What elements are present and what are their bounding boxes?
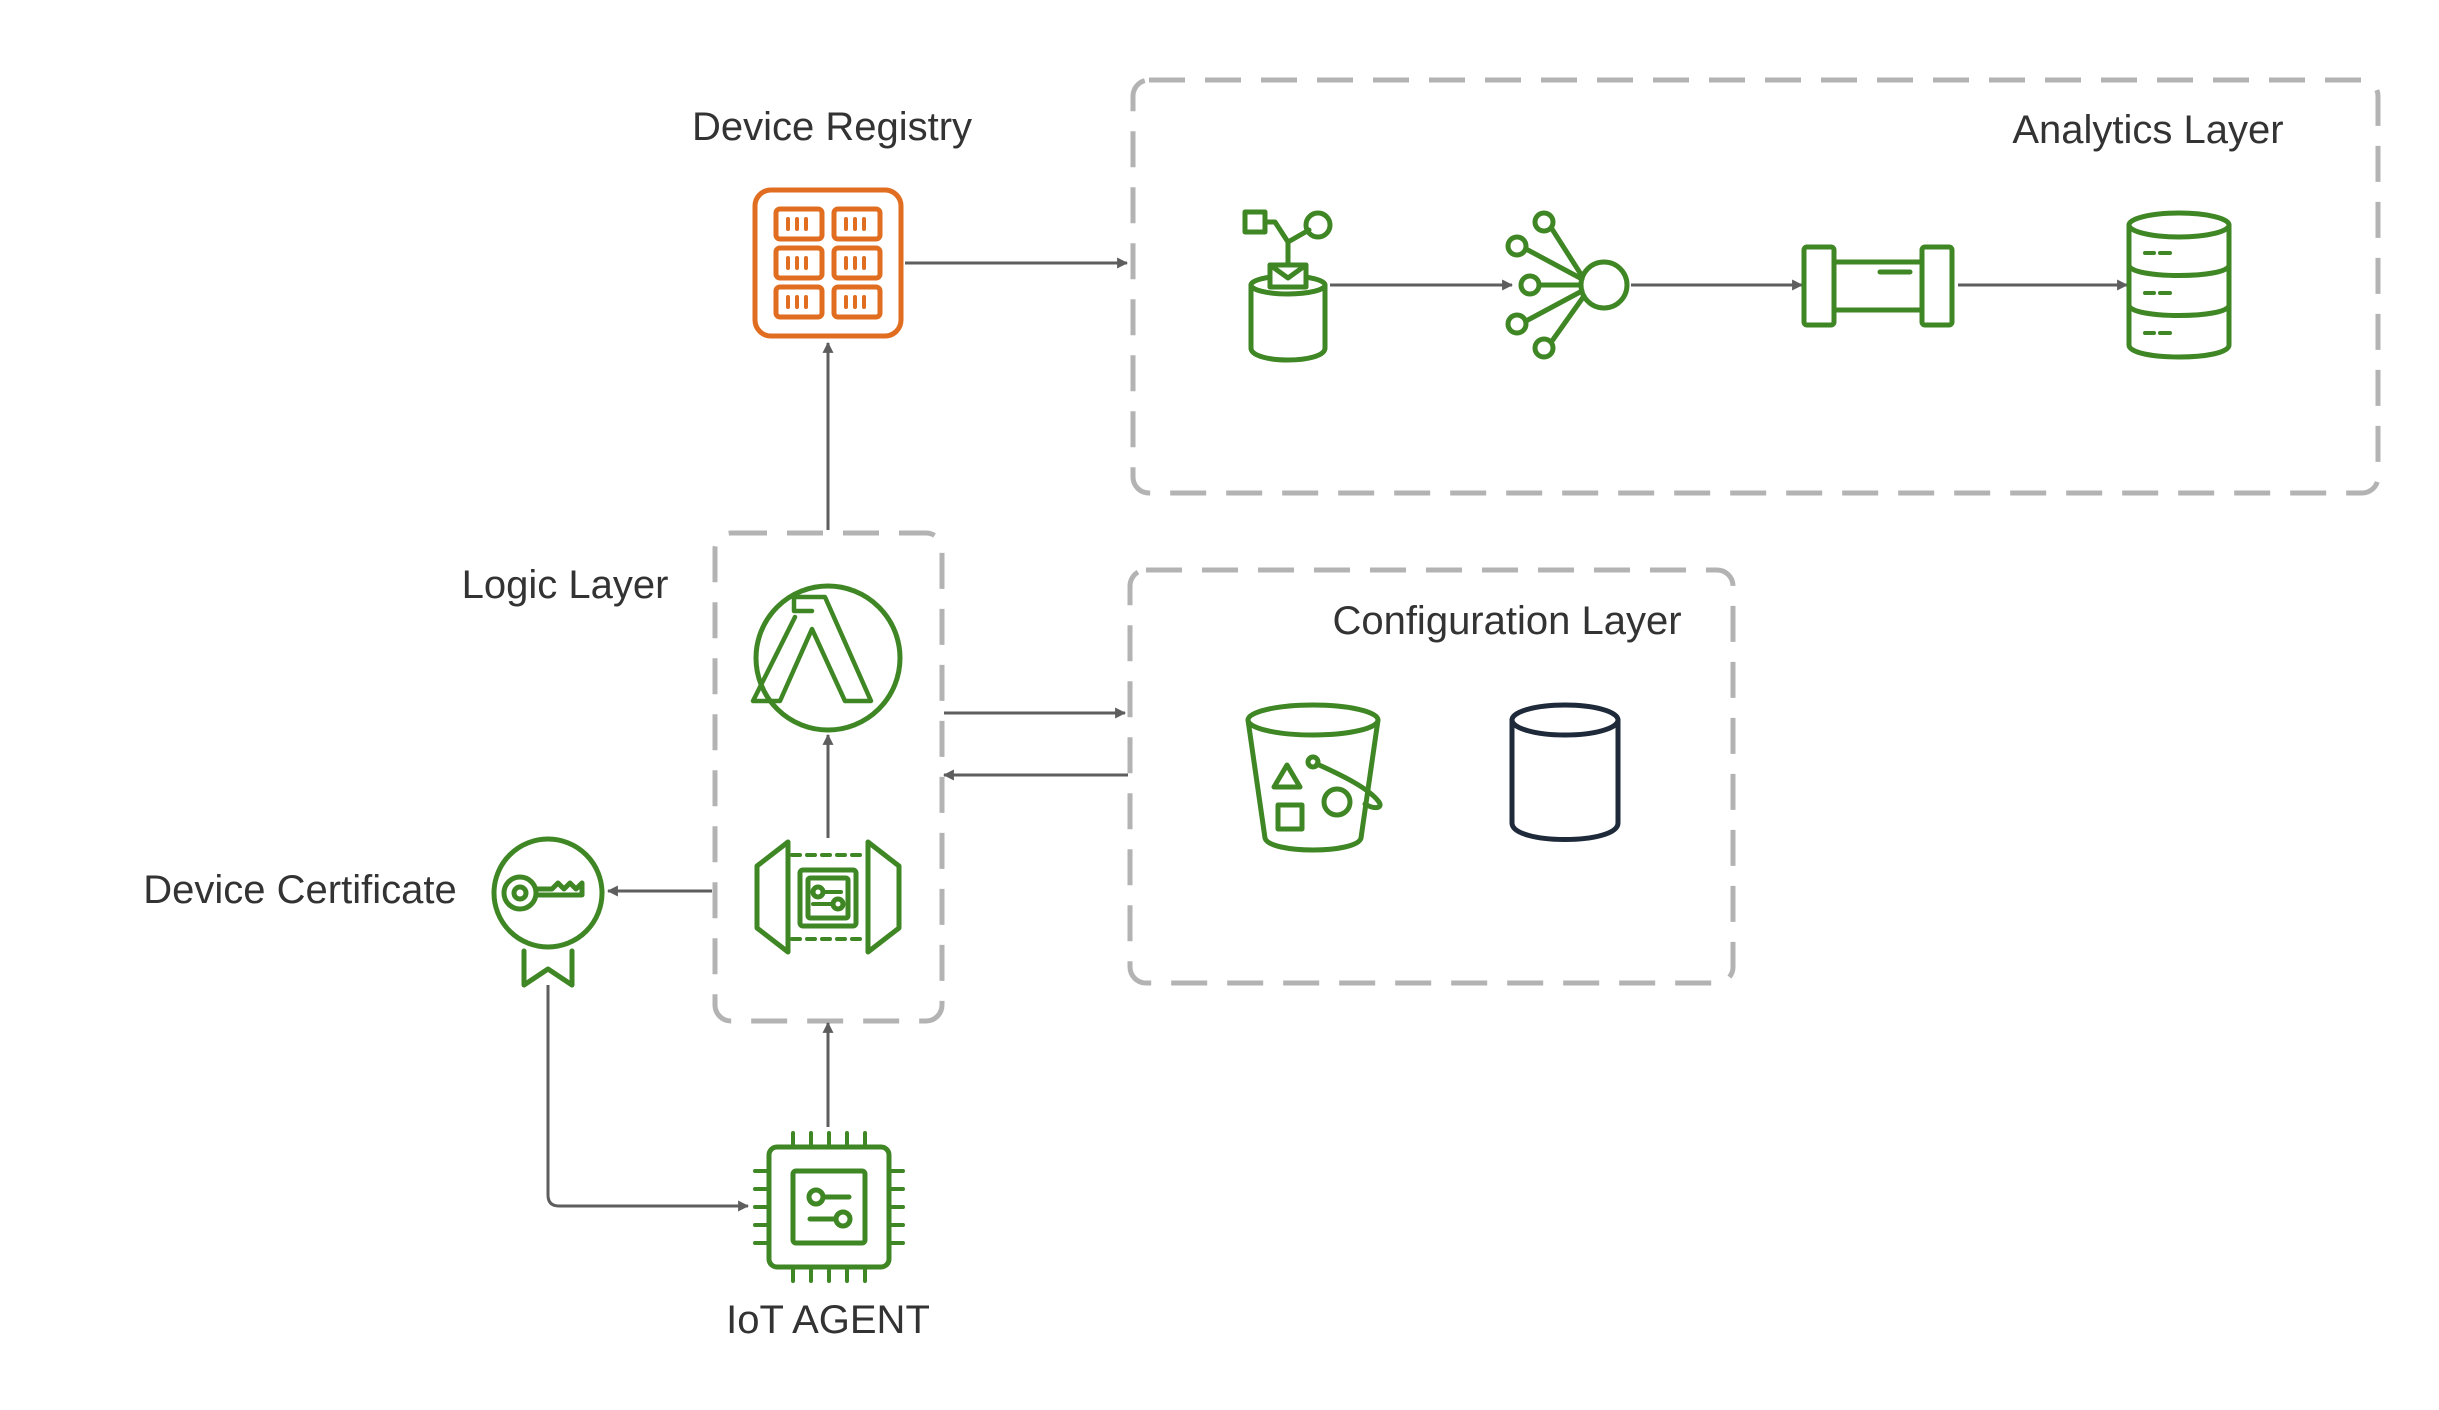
database-icon[interactable] <box>1509 702 1621 842</box>
device-registry-label: Device Registry <box>692 105 972 149</box>
analytics-layer-label: Analytics Layer <box>2012 108 2283 152</box>
s3-bucket-icon[interactable] <box>1245 702 1383 853</box>
certificate-to-agent-arrow <box>546 985 750 1212</box>
configuration-layer-group <box>1127 567 1736 986</box>
datastore-icon[interactable] <box>2126 210 2232 360</box>
configuration-layer-label: Configuration Layer <box>1332 599 1681 643</box>
iot-agent-label: IoT AGENT <box>726 1298 930 1342</box>
lambda-icon[interactable] <box>750 583 903 733</box>
analytics-layer-group <box>1130 77 2381 496</box>
fan-out-analytics-icon[interactable] <box>1505 210 1630 360</box>
device-certificate-label: Device Certificate <box>143 868 456 912</box>
iot-topic-bucket-icon[interactable] <box>1242 209 1333 363</box>
certificate-icon[interactable] <box>491 836 605 988</box>
pipeline-icon[interactable] <box>1801 244 1955 328</box>
logic-layer-group <box>712 530 945 1024</box>
registry-grid-icon[interactable] <box>752 187 904 339</box>
microchip-icon[interactable] <box>753 1131 905 1283</box>
iot-gateway-icon[interactable] <box>754 839 902 955</box>
logic-layer-label: Logic Layer <box>462 563 669 607</box>
